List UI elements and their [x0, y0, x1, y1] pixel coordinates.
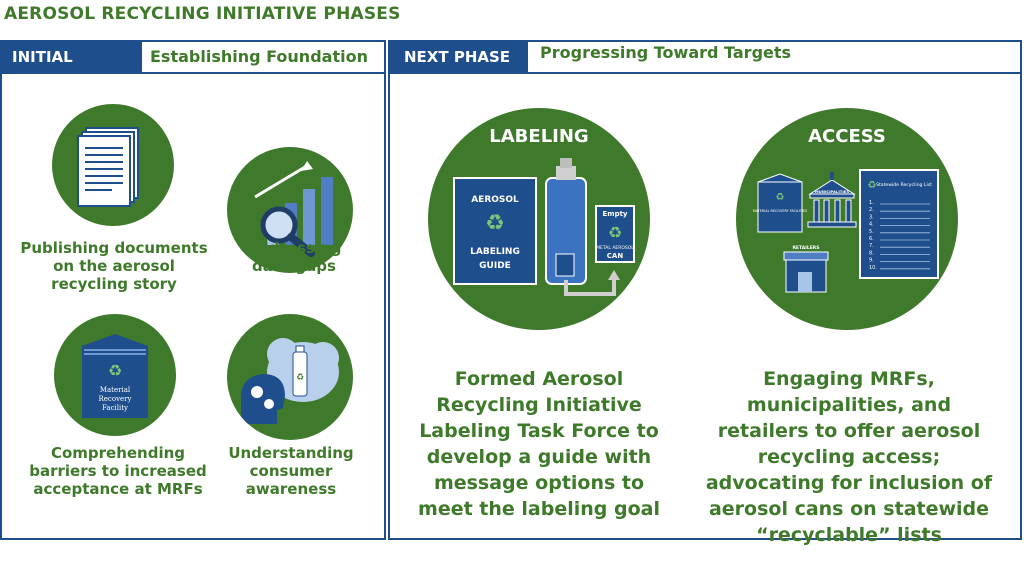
- next-phase-header: NEXT PHASE Progressing Toward Targets: [390, 42, 1020, 74]
- list-number: 1.: [869, 200, 874, 206]
- list-number: 8.: [869, 250, 874, 256]
- labeling-caption: Formed Aerosol Recycling Initiative Labe…: [418, 368, 660, 520]
- initial-phase-header: INITIAL PHASE Establishing Foundation: [2, 42, 384, 96]
- can-label: [595, 205, 635, 263]
- guide-text-2: LABELING: [470, 247, 520, 257]
- consumer-awareness-caption: Understanding consumer awareness: [228, 444, 354, 498]
- labeling-circle: LABELING AEROSOL ♻ LABELING GUIDE Empty …: [428, 108, 650, 330]
- list-number: 6.: [869, 236, 874, 242]
- retailers-text: RETAILERS: [792, 245, 819, 251]
- list-number: 10.: [869, 265, 877, 271]
- svg-text:Material: Material: [100, 386, 131, 394]
- svg-text:Facility: Facility: [102, 404, 128, 412]
- can-label-mid: METAL AEROSOL: [596, 245, 634, 251]
- guide-text-1: AEROSOL: [471, 195, 519, 205]
- data-gaps-caption: Addressing data gaps: [246, 239, 342, 275]
- list-number: 7.: [869, 243, 874, 249]
- svg-text:♻: ♻: [485, 211, 505, 236]
- mrf-barriers-circle: ♻ Material Recovery Facility: [54, 314, 176, 436]
- labeling-heading: LABELING: [489, 126, 588, 147]
- recovery-facility-icon: ♻ Material Recovery Facility: [82, 334, 148, 418]
- retailers-icon: [783, 251, 829, 293]
- consumer-thought-icon: ♻: [241, 338, 339, 424]
- next-phase-label: NEXT PHASE: [390, 42, 528, 72]
- chart-magnifier-icon: [254, 161, 333, 257]
- access-heading: ACCESS: [808, 126, 886, 147]
- access-caption: Engaging MRFs, municipalities, and retai…: [705, 368, 993, 546]
- page-title: AEROSOL RECYCLING INITIATIVE PHASES: [4, 4, 401, 24]
- initial-phase-subtitle: Establishing Foundation: [150, 47, 368, 66]
- next-phase-panel: NEXT PHASE Progressing Toward Targets LA…: [388, 40, 1022, 546]
- list-number: 9.: [869, 258, 874, 264]
- can-label-top: Empty: [603, 210, 628, 218]
- access-circle: ACCESS ♻ MATERIAL RECOVERY FACILITIES MU…: [736, 108, 958, 330]
- svg-text:♻: ♻: [776, 192, 785, 203]
- list-title: Statewide Recycling List: [876, 182, 932, 188]
- municipalities-text: MUNICIPALITIES: [815, 189, 849, 194]
- svg-text:Recovery: Recovery: [99, 395, 132, 403]
- mrf-text: MATERIAL RECOVERY FACILITIES: [753, 209, 808, 213]
- list-number: 5.: [869, 229, 874, 235]
- list-lines: 1.2.3. 4.5.6.7.8. 9.10.: [869, 200, 930, 271]
- svg-text:♻: ♻: [108, 361, 122, 380]
- initial-phase-label: INITIAL PHASE: [2, 42, 142, 96]
- mrf-building-icon: [757, 181, 803, 233]
- data-gaps-circle: [227, 147, 353, 273]
- labeling-illustration: LABELING AEROSOL ♻ LABELING GUIDE Empty …: [453, 126, 635, 296]
- next-phase-subtitle: Progressing Toward Targets: [540, 43, 792, 62]
- list-number: 3.: [869, 214, 874, 220]
- list-number: 2.: [869, 207, 874, 213]
- labeling-guide-book: [453, 177, 537, 285]
- svg-text:♻: ♻: [608, 223, 622, 242]
- documents-caption: Publishing documents on the aerosol recy…: [20, 239, 208, 293]
- can-label-bottom: CAN: [607, 252, 624, 260]
- initial-phase-panel: INITIAL PHASE Establishing Foundation Pu…: [0, 40, 386, 540]
- statewide-list-icon: [859, 169, 939, 279]
- municipalities-icon: [807, 172, 857, 228]
- documents-circle: [52, 104, 174, 226]
- list-number: 4.: [869, 222, 874, 228]
- consumer-awareness-circle: ♻: [227, 314, 353, 440]
- svg-text:♻: ♻: [296, 373, 304, 383]
- svg-text:♻: ♻: [868, 180, 877, 191]
- access-illustration: ACCESS ♻ MATERIAL RECOVERY FACILITIES MU…: [753, 126, 939, 293]
- mrf-barriers-caption: Comprehending barriers to increased acce…: [29, 444, 207, 498]
- guide-text-3: GUIDE: [479, 261, 511, 271]
- documents-icon: [77, 127, 139, 207]
